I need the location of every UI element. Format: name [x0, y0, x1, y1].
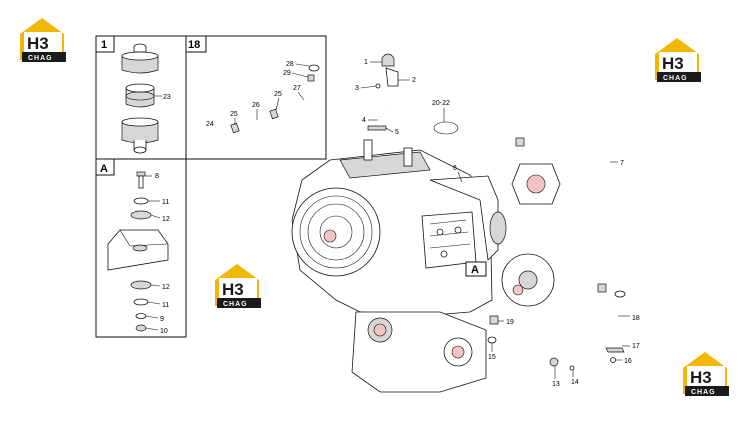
converter-housing: [291, 187, 381, 277]
logo-top-text: H3: [662, 54, 684, 73]
label-25a: 25: [230, 111, 238, 118]
label-16: 16: [624, 358, 632, 365]
label-26: 26: [252, 102, 260, 109]
label-11a: 11: [162, 199, 169, 206]
box-18-title: 18: [188, 39, 200, 51]
label-27: 27: [293, 85, 301, 92]
logo-bottom-text: CHAG: [28, 55, 53, 62]
logo-middle: H3 CHAG: [215, 264, 261, 308]
label-9: 9: [160, 316, 164, 323]
label-11b: 11: [162, 302, 169, 309]
label-15: 15: [488, 354, 496, 361]
label-6: 6: [453, 165, 457, 172]
label-19: 19: [506, 319, 514, 326]
breather-parts: [367, 53, 399, 140]
box-A-title: A: [100, 163, 108, 175]
rubber-mount-top: [121, 43, 159, 74]
label-13: 13: [552, 381, 560, 388]
seal-ring: [433, 121, 459, 135]
logo-top-left: H3 CHAG: [20, 18, 66, 62]
label-3: 3: [355, 85, 359, 92]
logo-bottom-right: H3 CHAG: [683, 352, 729, 396]
label-20-22: 20-22: [432, 100, 450, 107]
logo-top-text: H3: [690, 368, 712, 387]
label-18: 18: [632, 315, 640, 322]
callout-A: A: [471, 264, 479, 276]
rubber-mount-bottom: [121, 117, 159, 154]
logo-bottom-text: CHAG: [691, 389, 716, 396]
pipe-18: [512, 290, 626, 355]
logo-bottom-text: CHAG: [663, 75, 688, 82]
label-17: 17: [632, 343, 640, 350]
label-29: 29: [283, 70, 291, 77]
detail-box-A: A 8 11 12 12 11 9 10: [95, 158, 187, 338]
label-7: 7: [620, 160, 624, 167]
label-24: 24: [206, 121, 214, 128]
logo-top-text: H3: [222, 280, 244, 299]
label-4: 4: [362, 117, 366, 124]
label-14: 14: [571, 379, 579, 386]
label-1: 1: [364, 59, 368, 66]
logo-top-right: H3 CHAG: [655, 38, 701, 82]
label-23: 23: [163, 94, 171, 101]
transmission-assembly: 1 2 3 4 5 20-22: [291, 53, 561, 393]
label-5: 5: [395, 129, 399, 136]
box-1-title: 1: [101, 39, 107, 51]
label-28: 28: [286, 61, 294, 68]
detail-box-1: 1 23: [95, 35, 187, 160]
bushing-23: [125, 83, 155, 108]
logo-bottom-text: CHAG: [223, 301, 248, 308]
pipe-7: [515, 123, 613, 293]
label-8: 8: [155, 173, 159, 180]
label-12b: 12: [162, 284, 170, 291]
logo-top-text: H3: [27, 34, 49, 53]
label-2: 2: [412, 77, 416, 84]
label-12a: 12: [162, 216, 170, 223]
label-10: 10: [160, 328, 168, 335]
detail-box-18: 18 28 29 27 25 26 25 24: [185, 35, 327, 160]
label-25b: 25: [274, 91, 282, 98]
